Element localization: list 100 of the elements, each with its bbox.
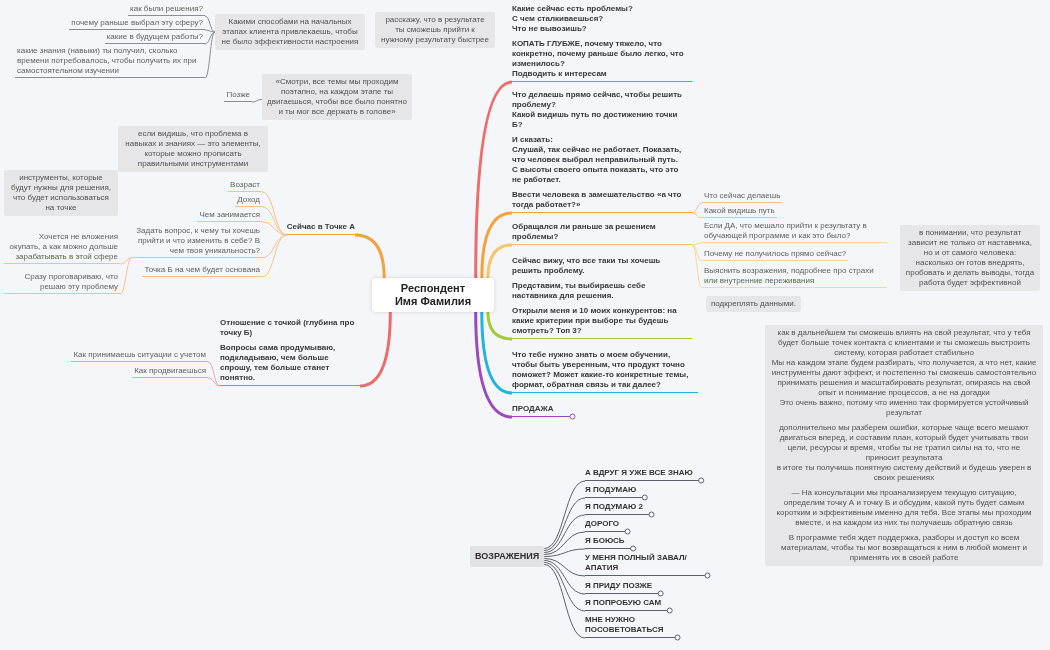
topic-box — [470, 546, 545, 567]
topic-text: У МЕНЯ ПОЛНЫЙ ЗАВАЛ/ АПАТИЯ — [585, 553, 688, 573]
branch-line — [691, 242, 703, 246]
branch-line — [204, 15, 216, 33]
topic-text: Я ПОДУМАЮ 2 — [585, 502, 643, 512]
topic-text: Респондент — [399, 282, 467, 295]
subtopic — [702, 266, 887, 288]
note-text: инструменты, которые будут нужны для решения, что будет использоваться на точке — [9, 173, 112, 213]
subtopic — [585, 468, 699, 481]
branch-line — [486, 243, 513, 279]
branch-line — [543, 560, 586, 595]
topic-text: какие в будущем работы? — [106, 32, 203, 42]
branch-line — [204, 29, 216, 33]
branch-line — [543, 562, 586, 612]
branch-line — [474, 80, 513, 278]
branch-line — [261, 234, 288, 278]
topic-text: Сейчас вижу, что все таки ты хочешь решить проблему. — [512, 256, 662, 276]
topic-text: Представим, ты выбираешь себе наставника для решения. — [512, 281, 647, 301]
branch-line — [480, 311, 513, 395]
topic-text: какие знания (навыки) ты получил, сколько времени потребовалось, чтобы получить их при самостоятельном изучении — [17, 46, 198, 76]
topic-text: Что тебе нужно знать о моем обучении, чтобы быть уверенным, что продукт точно поможет? Может какие-то конкретные темы, формат, обратная связь и так далее? — [512, 350, 690, 390]
topic-text: Имя Фамилия — [393, 295, 473, 308]
branch-line — [119, 257, 133, 295]
topic-text: ВОЗРАЖЕНИЯ — [475, 551, 540, 562]
topic-text: Что не вывозишь? — [512, 24, 588, 34]
topic-text: С чем сталкиваешься? — [512, 14, 605, 24]
branch-line — [691, 244, 703, 262]
note-text: Какими способами на начальных этапах клиента привлекаешь, чтобы не было эффективности настроения — [220, 17, 360, 47]
topic-text: как были решения? — [130, 4, 203, 14]
topic-text: Я БОЮСЬ — [585, 536, 625, 546]
subtopic — [585, 598, 668, 611]
topic-text: Если ДА, что мешало прийти к результату в обучающей программе и как это было? — [704, 221, 868, 241]
topic-text: Какой видишь путь — [704, 206, 775, 216]
note-text: как в дальнейшем ты сможешь влиять на свой результат, что у тебя будет больше точек контакта с клиентами и ты сможешь выстроить систему, которая работает стабильно — [776, 328, 1032, 358]
branch-line — [543, 497, 586, 551]
topic-text: И сказать: — [512, 135, 554, 145]
branch-line — [359, 311, 392, 388]
note-text: «Смотри, все темы мы проходим поэтапно, на каждом этапе ты двигаешься, чтобы все было понятно и ты мог все держать в голове» — [267, 77, 407, 117]
topic-text: Отношение с точкой (глубина про точку Б) — [220, 318, 356, 338]
topic-text: Ввести человека в замешательство «а что тогда работает?» — [512, 190, 683, 210]
branch-line — [207, 377, 221, 387]
branch-line — [691, 244, 703, 289]
topic-text: Какой видишь путь по достижению точки Б? — [512, 110, 679, 130]
branch-line — [691, 202, 703, 214]
branch-line — [543, 548, 586, 557]
branch-line — [204, 31, 216, 79]
topic-text: Позже — [226, 90, 250, 100]
branch-line — [261, 221, 288, 236]
topic-text: Я ПОДУМАЮ — [585, 485, 637, 495]
branch-topic — [512, 256, 692, 339]
topic-text: Подводить к интересам — [512, 69, 608, 79]
branch-line — [261, 234, 288, 259]
branch-line — [354, 233, 386, 279]
note-text: подкреплять данными. — [711, 299, 796, 309]
branch-line — [543, 564, 586, 639]
branch-line — [474, 311, 513, 419]
note-text: если видишь, что проблема в навыках и знаниях — это элементы, которые можно прописать правильными инструментами — [124, 129, 262, 169]
note-text: в итоге ты получишь понятную систему действий и будешь уверен в своих решениях — [775, 463, 1033, 483]
note-text: — На консультации мы проанализируем текущую ситуацию, определим точку А и точку Б и обсудим, какой путь будет самым коротким и эффективным именно для тебя. Все этапы мы проходим вместе, и на каждом из них ты получаешь обратную связь — [775, 488, 1033, 528]
subtopic — [585, 519, 626, 532]
branch-topic — [512, 90, 692, 213]
branch-line — [480, 211, 513, 279]
branch-line — [543, 558, 586, 577]
topic-text: КОПАТЬ ГЛУБЖЕ, почему тяжело, что конкретно, почему раньше было легко, что изменилось? — [512, 39, 684, 69]
topic-text: Доход — [237, 195, 260, 205]
subtopic — [585, 536, 631, 549]
note-text: в понимании, что результат зависит не только от наставника, но и от самого человека: насколько он готов внедрять, пробовать и делать выводы, тогда работа будет эффективной — [905, 228, 1035, 288]
branch-line — [251, 98, 263, 103]
topic-text: Чем занимается — [199, 210, 260, 220]
topic-text: Я ПОПРОБУЮ САМ — [585, 598, 662, 608]
subtopic — [4, 272, 120, 294]
topic-text: Обращался ли раньше за решением проблемы? — [512, 222, 657, 242]
subtopic — [585, 581, 659, 594]
topic-text: Сейчас в Точке А — [286, 222, 355, 232]
central-topic — [372, 278, 494, 312]
topic-text: Хочется не вложения окупать, а как можно дольше зарабатывать в этой сфере — [8, 232, 118, 262]
topic-text: Выяснить возражения, подробнее про страхи или внутренние переживания — [704, 266, 875, 286]
branch-line — [207, 361, 221, 387]
branch-line — [543, 480, 586, 549]
topic-text: Точка Б на чем будет основана — [144, 265, 260, 275]
topic-text: Как принимаешь ситуации с учетом — [73, 350, 206, 360]
branch-line — [543, 531, 586, 555]
topic-text: Задать вопрос, к чему ты хочешь прийти и что изменить в себе? В чем твоя уникальность? — [135, 226, 260, 256]
topic-text: Как продвигаешься — [134, 366, 206, 376]
note-text: В программе тебя ждет поддержка, разборы и доступ ко всем материалам, чтобы ты мог возвращаться к ним в любой момент и применять их в своей работе — [779, 533, 1029, 563]
subtopic — [585, 615, 675, 638]
topic-text: Почему не получилось прямо сейчас? — [704, 249, 847, 259]
note-text: расскажу, что в результате ты сможешь прийти к нужному результату быстрее — [380, 15, 490, 45]
topic-text: Слушай, так сейчас не работает. Показать, что человек выбрал неправильный путь. С высоты своего опыта показать, что это не работает. — [512, 145, 683, 185]
topic-text: Открыли меня и 10 моих конкурентов: на какие критерии при выборе ты будешь смотреть? Топ 3? — [512, 306, 678, 336]
subtopic — [702, 221, 887, 243]
topic-text: Что сейчас делаешь — [704, 191, 781, 201]
branch-line — [119, 257, 133, 265]
branch-topic — [512, 4, 692, 82]
note-text: Это очень важно, потому что именно так формируется устойчивый результат — [778, 398, 1030, 418]
topic-text: Вопросы сама продумываю, подкладываю, чем больше спрошу, тем больше станет понятно. — [220, 343, 337, 383]
topic-text: Возраст — [230, 180, 260, 190]
subtopic — [585, 502, 649, 515]
topic-text: Какие сейчас есть проблемы? — [512, 4, 634, 14]
topic-text: МНЕ НУЖНО ПОСОВЕТОВАТЬСЯ — [585, 615, 665, 635]
